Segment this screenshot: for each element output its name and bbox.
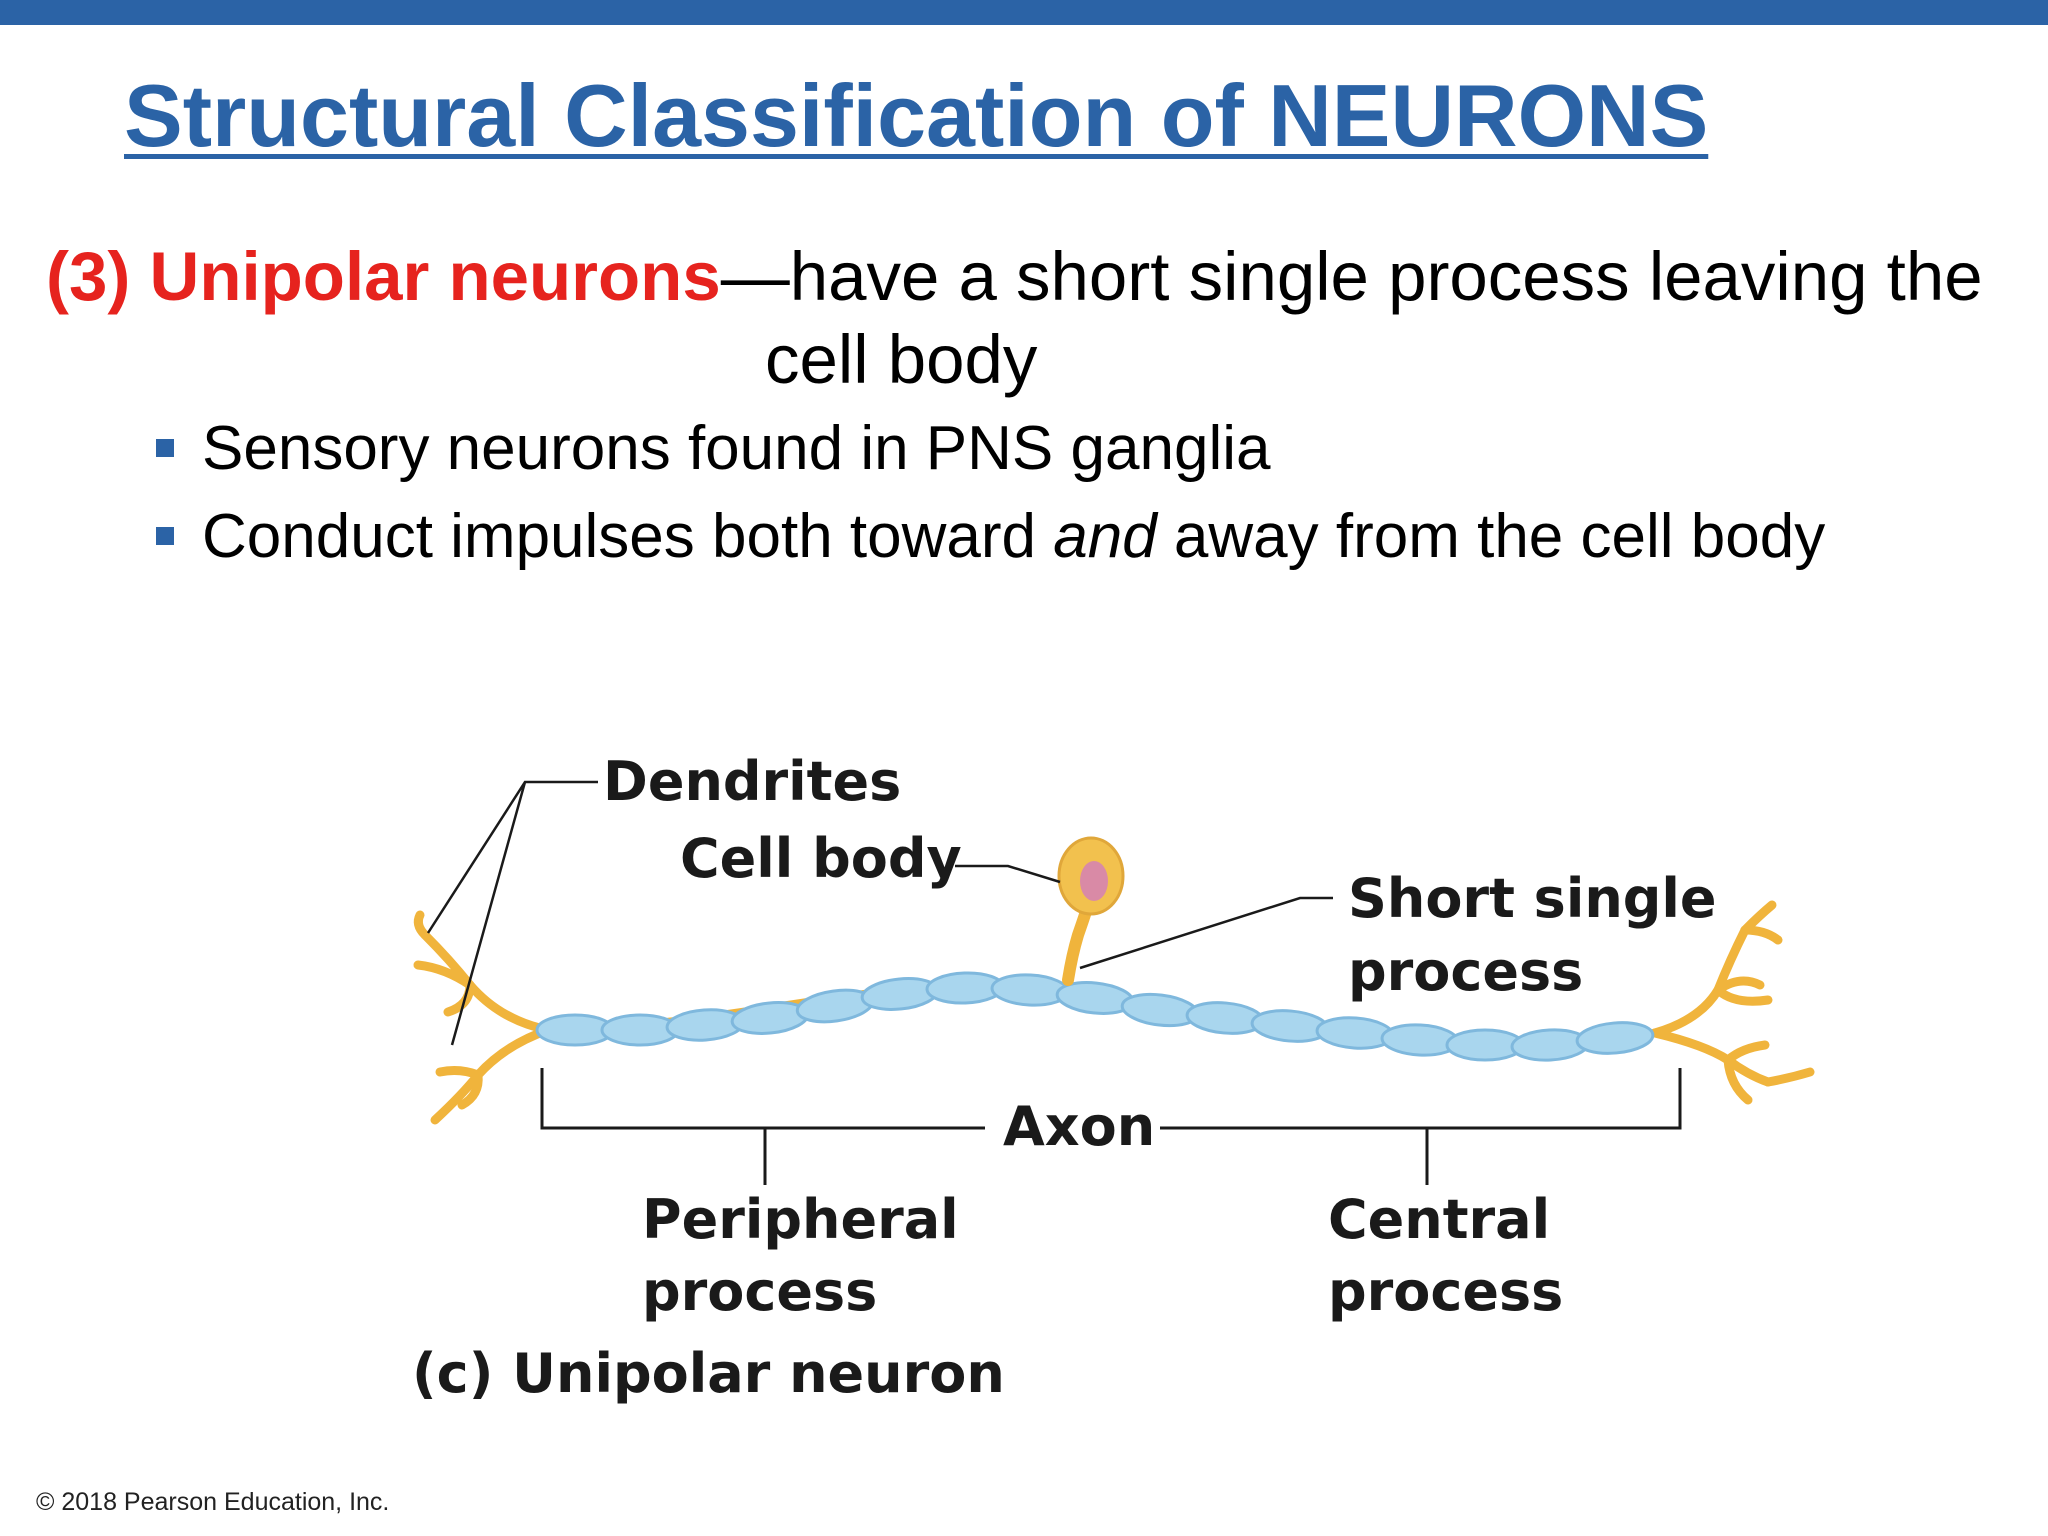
label-dendrites: Dendrites	[603, 750, 901, 813]
bullet-text: Sensory neurons found in PNS ganglia	[202, 414, 1271, 483]
label-central-process-line2: process	[1328, 1260, 1563, 1323]
axon-bracket	[540, 1068, 1682, 1185]
label-short-single-process-line2: process	[1348, 940, 1583, 1003]
slide-title: Structural Classification of NEURONS	[124, 66, 1709, 165]
definition: (3) Unipolar neurons—have a short single…	[46, 235, 2026, 401]
definition-text-line2: cell body	[765, 321, 1038, 398]
bullet-list: Sensory neurons found in PNS ganglia Con…	[150, 405, 1825, 581]
diagram-caption: (c) Unipolar neuron	[412, 1342, 1005, 1405]
myelin-sheath	[535, 971, 1655, 1062]
label-short-single-process-line1: Short single	[1348, 867, 1717, 930]
dendrites-leader	[426, 780, 598, 1046]
bullet-text-emphasis: and	[1053, 502, 1157, 571]
copyright-footer: © 2018 Pearson Education, Inc.	[36, 1488, 390, 1516]
cell-body-leader	[955, 864, 1061, 884]
bullet-text-pre: Conduct impulses both toward	[202, 502, 1054, 571]
label-axon: Axon	[1003, 1095, 1155, 1158]
short-single-process	[1062, 899, 1094, 986]
definition-text-line1: —have a short single process leaving the	[720, 238, 1983, 315]
bullet-item: Sensory neurons found in PNS ganglia	[150, 405, 1825, 493]
square-bullet-icon	[156, 439, 174, 457]
label-peripheral-process-line2: process	[642, 1260, 877, 1323]
label-central-process-line1: Central	[1328, 1188, 1550, 1251]
right-dendrites	[1650, 900, 1815, 1105]
left-dendrites	[413, 910, 553, 1125]
label-peripheral-process-line1: Peripheral	[642, 1188, 959, 1251]
leader-lines	[426, 780, 1333, 1046]
label-cell-body: Cell body	[680, 827, 962, 890]
top-accent-bar	[0, 0, 2048, 25]
cell-body-nucleus	[1080, 861, 1108, 901]
definition-term: (3) Unipolar neurons	[46, 238, 721, 315]
square-bullet-icon	[156, 527, 174, 545]
short-process-leader	[1079, 896, 1333, 970]
bullet-item: Conduct impulses both toward and away fr…	[150, 493, 1825, 581]
bullet-text-post: away from the cell body	[1156, 502, 1826, 571]
